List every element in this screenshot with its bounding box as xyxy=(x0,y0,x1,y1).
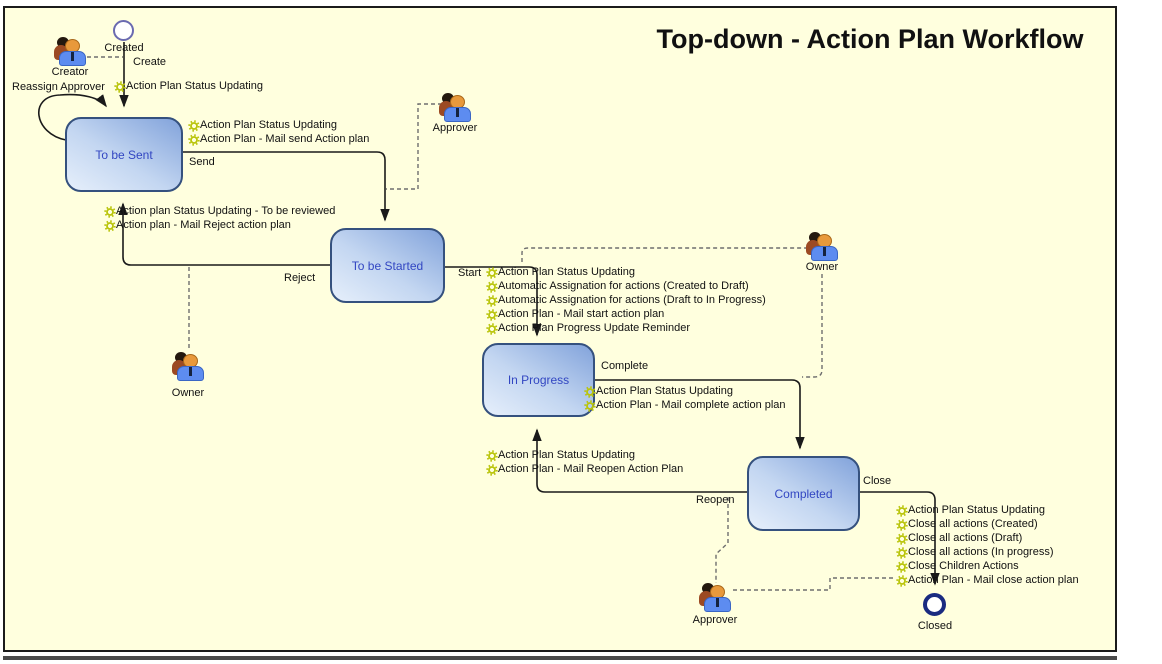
state-to-be-started[interactable]: To be Started xyxy=(330,228,445,303)
gear-icon xyxy=(486,266,498,279)
state-to-be-sent[interactable]: To be Sent xyxy=(65,117,183,192)
owner-left-actor-label: Owner xyxy=(171,387,205,399)
action-row: Action plan - Mail Reject action plan xyxy=(104,218,335,232)
gear-icon xyxy=(486,449,498,462)
state-completed[interactable]: Completed xyxy=(747,456,860,531)
owner-left-actor-icon[interactable] xyxy=(172,352,204,382)
action-label: Action Plan Status Updating xyxy=(596,385,733,397)
transition-reassign-label: Reassign Approver xyxy=(12,81,105,93)
gear-icon xyxy=(896,546,908,559)
state-to-be-sent-label: To be Sent xyxy=(95,147,153,162)
approver-bottom-actor-label: Approver xyxy=(692,614,738,626)
transition-reject-label: Reject xyxy=(284,272,316,284)
action-row: Automatic Assignation for actions (Draft… xyxy=(486,293,766,307)
action-row: Close all actions (Created) xyxy=(896,517,1079,531)
reopen-actions: Action Plan Status Updating Action Plan … xyxy=(486,448,683,476)
action-label: Close all actions (In progress) xyxy=(908,546,1054,558)
action-label: Action Plan - Mail start action plan xyxy=(498,308,665,320)
action-row: Action plan Status Updating - To be revi… xyxy=(104,204,335,218)
complete-actions: Action Plan Status Updating Action Plan … xyxy=(584,384,786,412)
action-row: Close Children Actions xyxy=(896,559,1079,573)
transition-send-label: Send xyxy=(189,156,215,168)
action-row: Action Plan Status Updating xyxy=(584,384,786,398)
approver-top-actor-icon[interactable] xyxy=(439,93,471,123)
state-to-be-started-label: To be Started xyxy=(351,258,424,273)
action-label: Action Plan Status Updating xyxy=(498,449,635,461)
action-row: Automatic Assignation for actions (Creat… xyxy=(486,279,766,293)
gear-icon xyxy=(486,294,498,307)
action-label: Action Plan Progress Update Reminder xyxy=(498,322,690,334)
created-start-node[interactable] xyxy=(113,20,134,41)
action-row: Action Plan Status Updating xyxy=(114,79,263,93)
action-label: Close Children Actions xyxy=(908,560,1019,572)
action-row: Action Plan Progress Update Reminder xyxy=(486,321,766,335)
action-label: Automatic Assignation for actions (Creat… xyxy=(498,280,749,292)
gear-icon xyxy=(584,399,596,412)
approver-bottom-actor-icon[interactable] xyxy=(699,583,731,613)
send-actions: Action Plan Status Updating Action Plan … xyxy=(188,118,369,146)
action-row: Action Plan - Mail start action plan xyxy=(486,307,766,321)
action-label: Action plan - Mail Reject action plan xyxy=(116,219,291,231)
action-label: Automatic Assignation for actions (Draft… xyxy=(498,294,766,306)
reject-actions: Action plan Status Updating - To be revi… xyxy=(104,204,335,232)
state-completed-label: Completed xyxy=(774,486,833,501)
diagram-title: Top-down - Action Plan Workflow xyxy=(656,24,1084,54)
action-label: Action Plan - Mail close action plan xyxy=(908,574,1079,586)
gear-icon xyxy=(896,560,908,573)
approver-top-actor-label: Approver xyxy=(432,122,478,134)
action-row: Action Plan Status Updating xyxy=(188,118,369,132)
gear-icon xyxy=(584,385,596,398)
gear-icon xyxy=(486,308,498,321)
action-row: Close all actions (In progress) xyxy=(896,545,1079,559)
action-label: Action plan Status Updating - To be revi… xyxy=(116,205,336,217)
gear-icon xyxy=(114,80,126,93)
owner-right-actor-label: Owner xyxy=(805,261,839,273)
action-label: Action Plan Status Updating xyxy=(126,80,263,92)
action-row: Action Plan Status Updating xyxy=(486,448,683,462)
action-row: Action Plan - Mail Reopen Action Plan xyxy=(486,462,683,476)
action-row: Action Plan - Mail complete action plan xyxy=(584,398,786,412)
action-label: Action Plan - Mail Reopen Action Plan xyxy=(498,463,684,475)
start-actions: Action Plan Status Updating Automatic As… xyxy=(486,265,766,335)
gear-icon xyxy=(188,133,200,146)
state-in-progress-label: In Progress xyxy=(507,373,570,387)
gear-icon xyxy=(486,280,498,293)
created-node-label: Created xyxy=(104,42,144,54)
closed-node-label: Closed xyxy=(917,620,953,632)
action-label: Action Plan - Mail send Action plan xyxy=(200,133,370,145)
gear-icon xyxy=(896,504,908,517)
action-row: Action Plan - Mail send Action plan xyxy=(188,132,369,146)
action-row: Action Plan Status Updating xyxy=(486,265,766,279)
gear-icon xyxy=(104,205,116,218)
closed-end-node[interactable] xyxy=(923,593,946,616)
owner-right-actor-icon[interactable] xyxy=(806,232,838,262)
action-row: Action Plan - Mail close action plan xyxy=(896,573,1079,587)
gear-icon xyxy=(486,322,498,335)
gear-icon xyxy=(896,574,908,587)
creator-actor-icon[interactable] xyxy=(54,37,86,67)
action-label: Close all actions (Created) xyxy=(908,518,1038,530)
action-label: Close all actions (Draft) xyxy=(908,532,1023,544)
action-label: Action Plan - Mail complete action plan xyxy=(596,399,786,411)
transition-start-label: Start xyxy=(458,267,482,279)
transition-create-label: Create xyxy=(133,56,167,68)
transition-close-label: Close xyxy=(863,475,892,487)
action-row: Close all actions (Draft) xyxy=(896,531,1079,545)
create-actions: Action Plan Status Updating xyxy=(114,79,263,93)
transition-complete-label: Complete xyxy=(601,360,649,372)
action-label: Action Plan Status Updating xyxy=(200,119,337,131)
gear-icon xyxy=(896,518,908,531)
action-label: Action Plan Status Updating xyxy=(908,504,1045,516)
window-bottom-edge xyxy=(3,656,1117,660)
gear-icon xyxy=(896,532,908,545)
state-in-progress[interactable]: In Progress xyxy=(482,343,595,417)
action-row: Action Plan Status Updating xyxy=(896,503,1079,517)
close-actions: Action Plan Status Updating Close all ac… xyxy=(896,503,1079,587)
action-label: Action Plan Status Updating xyxy=(498,266,635,278)
gear-icon xyxy=(486,463,498,476)
transition-reopen-label: Reopen xyxy=(696,494,735,506)
gear-icon xyxy=(104,219,116,232)
creator-actor-label: Creator xyxy=(51,66,89,78)
gear-icon xyxy=(188,119,200,132)
